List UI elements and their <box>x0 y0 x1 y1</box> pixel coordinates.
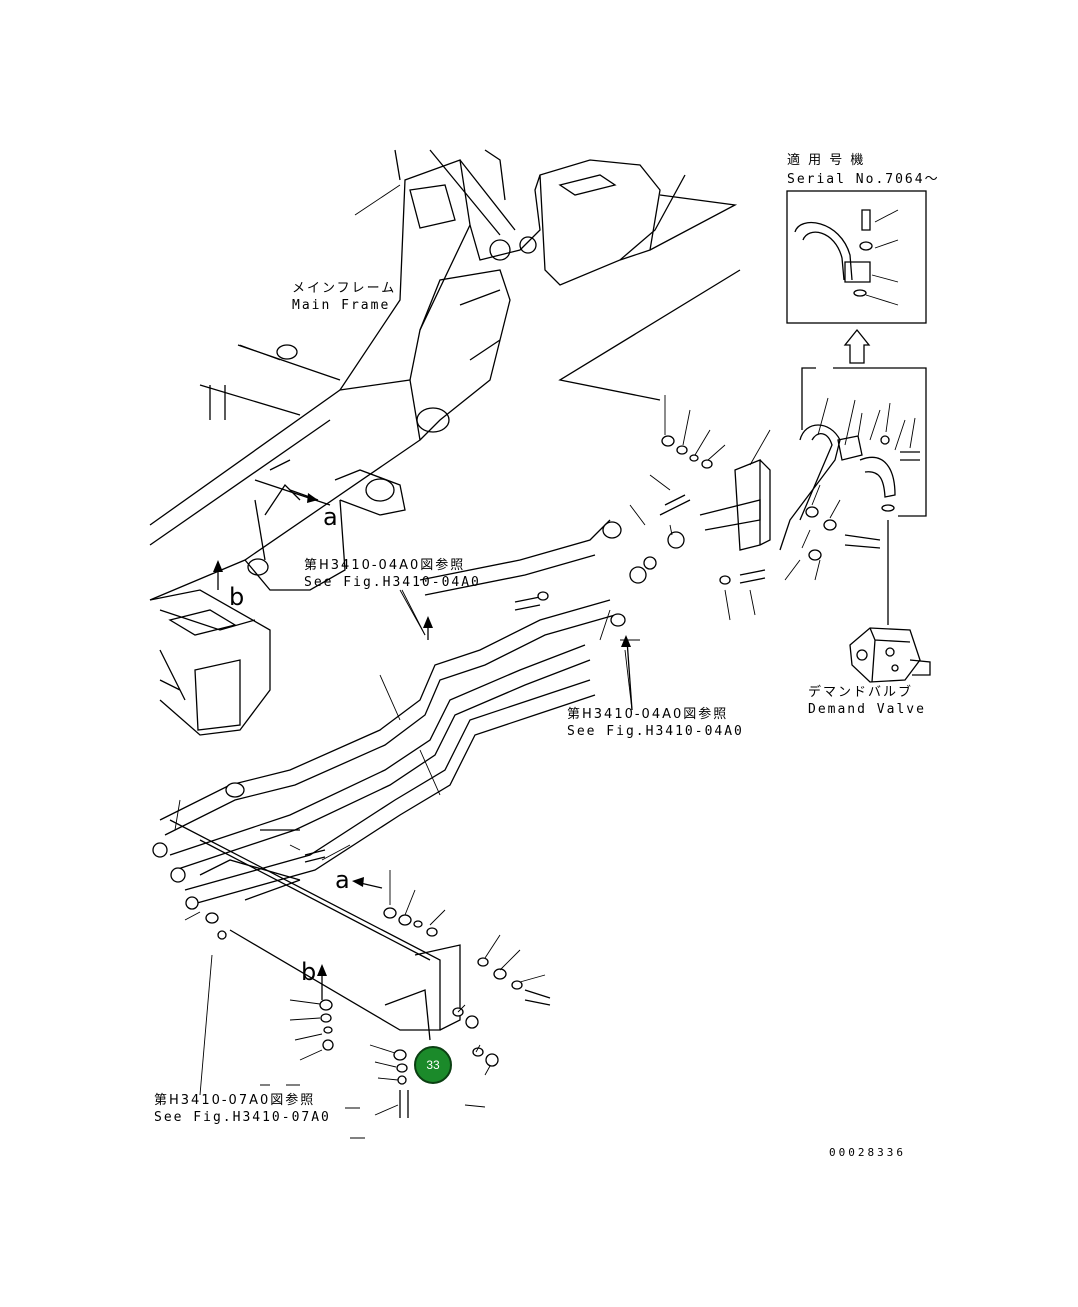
part-callout-33[interactable]: 33 <box>414 1046 452 1084</box>
see-fig-lower-en[interactable]: See Fig.H3410-07A0 <box>154 1110 331 1125</box>
demand-valve-drawing <box>849 520 931 683</box>
bracket-drawing <box>169 819 461 1041</box>
view-arrows <box>213 489 633 1000</box>
demand-valve-label-en: Demand Valve <box>808 702 926 717</box>
demand-valve-label-jp: デマンドバルブ <box>808 685 914 700</box>
view-a-upper-label: a <box>323 503 338 531</box>
serial-label-jp: 適 用 号 機 <box>787 153 866 168</box>
main-frame-drawing <box>149 149 741 601</box>
serial-label-en: Serial No.7064〜 <box>787 172 940 187</box>
view-b-lower-label: b <box>301 958 317 986</box>
valve-inset-box <box>779 367 927 551</box>
main-frame-label-en: Main Frame <box>292 298 391 313</box>
see-fig-lower-jp[interactable]: 第H3410-07A0図参照 <box>154 1093 316 1108</box>
view-a-lower-label: a <box>335 866 350 894</box>
housing-drawing <box>149 589 271 736</box>
fastener-parts <box>152 435 881 1118</box>
leader-lines <box>174 395 906 1139</box>
main-frame-label-jp: メインフレーム <box>292 281 397 296</box>
see-fig-upper-en[interactable]: See Fig.H3410-04A0 <box>304 575 481 590</box>
see-fig-upper-jp[interactable]: 第H3410-04A0図参照 <box>304 558 466 573</box>
serial-inset-box <box>786 190 927 364</box>
see-fig-mid-jp[interactable]: 第H3410-04A0図参照 <box>567 707 729 722</box>
see-fig-mid-en[interactable]: See Fig.H3410-04A0 <box>567 724 744 739</box>
view-b-upper-label: b <box>229 583 245 611</box>
drawing-number: 00028336 <box>829 1146 906 1159</box>
